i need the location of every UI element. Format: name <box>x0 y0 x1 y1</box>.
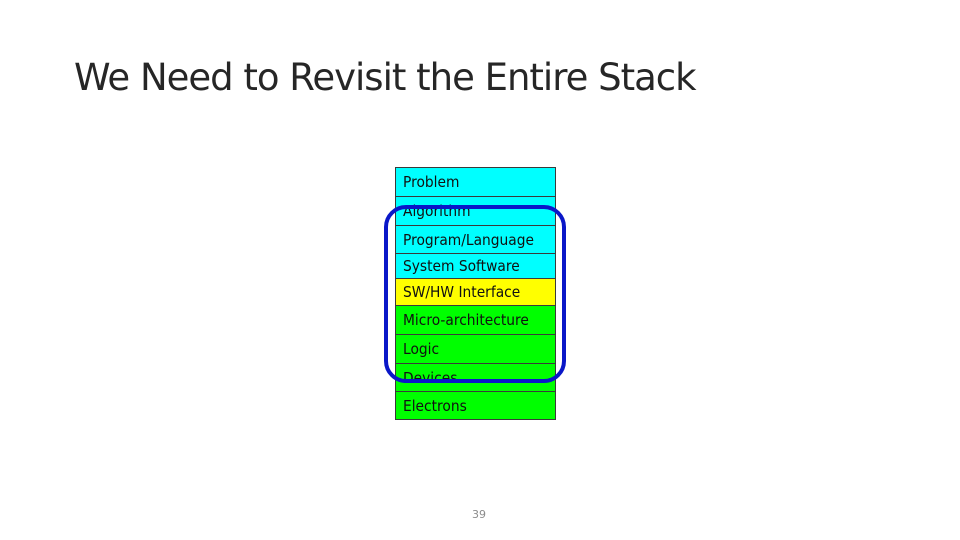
layer-micro-architecture: Micro-architecture <box>395 305 556 335</box>
layer-problem: Problem <box>395 167 556 197</box>
layer-label: Devices <box>403 368 458 387</box>
layer-devices: Devices <box>395 363 556 392</box>
layer-label: Algorithm <box>403 202 471 220</box>
layer-label: System Software <box>403 257 520 275</box>
slide-title: We Need to Revisit the Entire Stack <box>74 56 697 99</box>
layer-algorithm: Algorithm <box>395 196 556 226</box>
layer-electrons: Electrons <box>395 391 556 420</box>
layer-logic: Logic <box>395 334 556 364</box>
layer-label: SW/HW Interface <box>403 283 521 301</box>
layer-label: Micro-architecture <box>403 311 529 329</box>
layer-system-software: System Software <box>395 253 556 279</box>
layer-program-language: Program/Language <box>395 225 556 254</box>
layer-sw-hw-interface: SW/HW Interface <box>395 278 556 306</box>
layer-label: Program/Language <box>403 230 534 249</box>
abstraction-stack: Problem Algorithm Program/Language Syste… <box>395 167 556 420</box>
layer-label: Logic <box>403 340 440 358</box>
layer-label: Problem <box>403 173 460 191</box>
layer-label: Electrons <box>403 396 467 415</box>
page-number: 39 <box>472 508 486 521</box>
